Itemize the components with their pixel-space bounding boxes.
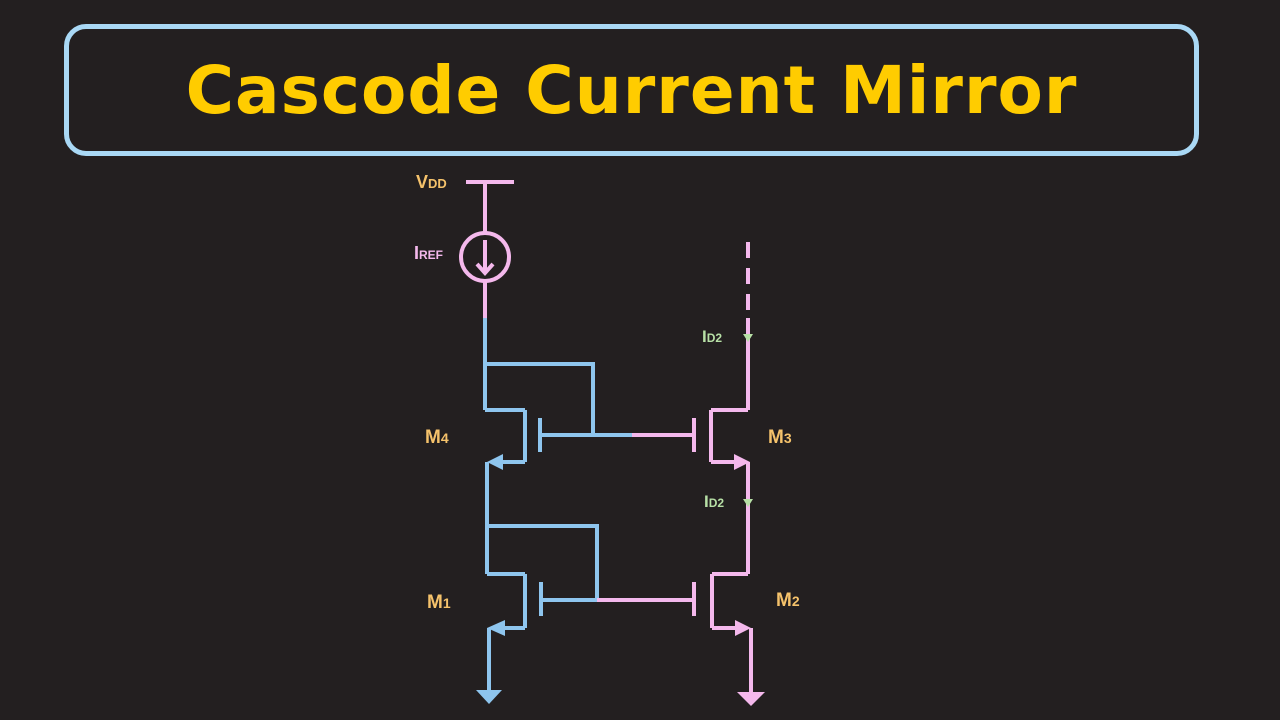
page-title: Cascode Current Mirror xyxy=(185,51,1078,129)
left-branch-mid xyxy=(485,462,599,600)
m2-transistor xyxy=(692,574,751,636)
right-ground-arrow xyxy=(737,628,765,706)
right-branch-wiring xyxy=(632,318,750,437)
m2-label: M2 xyxy=(776,590,800,611)
m1-label: M1 xyxy=(427,592,451,613)
iref-current-source xyxy=(459,231,511,318)
id2-top-label: ID2 xyxy=(702,327,722,346)
title-box: Cascode Current Mirror xyxy=(64,24,1199,156)
m4-label: M4 xyxy=(425,427,449,448)
id2-mid-label: ID2 xyxy=(704,492,724,511)
m1-transistor xyxy=(487,574,597,636)
vdd-label: VDD xyxy=(416,172,447,192)
m4-transistor xyxy=(487,410,632,470)
m3-transistor xyxy=(692,410,750,470)
left-branch-wiring xyxy=(483,318,595,435)
id2-top-arrow xyxy=(743,334,753,342)
m3-label: M3 xyxy=(768,427,792,448)
id2-mid-arrow xyxy=(743,499,753,507)
vdd-rail xyxy=(466,180,514,232)
iref-label: IREF xyxy=(414,243,443,263)
left-ground-arrow xyxy=(476,628,502,704)
right-branch-mid xyxy=(597,462,750,602)
